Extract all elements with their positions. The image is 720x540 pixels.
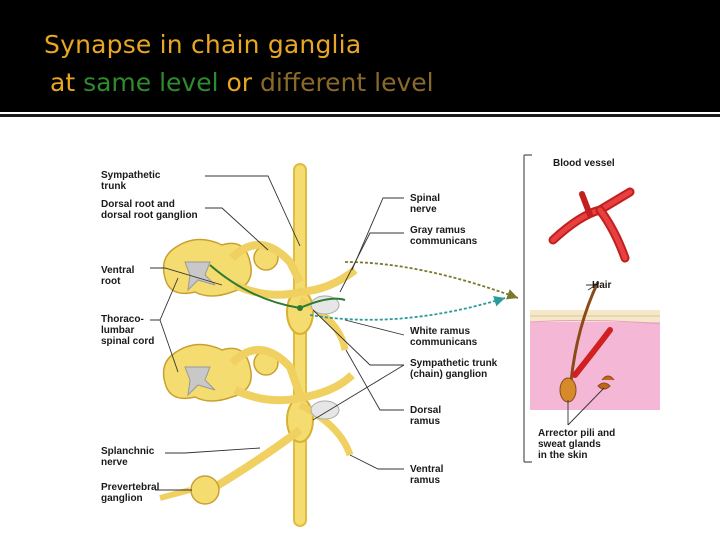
label-arrector-2: sweat glands — [538, 439, 601, 450]
label-dorsal-root-1: Dorsal root and — [101, 199, 175, 210]
label-dorsal-ramus-2: ramus — [410, 416, 440, 427]
sympathetic-trunk — [287, 170, 313, 520]
label-thoracolumbar-2: lumbar — [101, 325, 134, 336]
svg-text:Hair: Hair — [592, 280, 612, 291]
svg-text:Blood vessel: Blood vessel — [553, 158, 615, 169]
effector-panel — [524, 155, 660, 462]
label-dorsal-root-2: dorsal root ganglion — [101, 210, 198, 221]
spinal-cord-upper — [164, 240, 300, 296]
label-white-ramus-2: communicans — [410, 337, 478, 348]
svg-text:Sympathetic trunk(chain) gangl: Sympathetic trunk(chain) ganglion — [410, 358, 498, 380]
label-white-ramus-1: White ramus — [410, 326, 470, 337]
label-sympathetic-trunk-1: Sympathetic — [101, 170, 161, 181]
label-thoracolumbar-3: spinal cord — [101, 336, 154, 347]
label-splanchnic-1: Splanchnic — [101, 446, 155, 457]
label-chain-ganglion-2: (chain) ganglion — [410, 369, 487, 380]
label-ventral-ramus-1: Ventral — [410, 464, 444, 475]
label-chain-ganglion-1: Sympathetic trunk — [410, 358, 498, 369]
label-thoracolumbar-1: Thoraco- — [101, 314, 144, 325]
label-gray-ramus-1: Gray ramus — [410, 225, 466, 236]
label-ventral-root-2: root — [101, 276, 121, 287]
label-spinal-nerve-2: nerve — [410, 204, 437, 215]
skin-image — [530, 310, 660, 410]
label-sympathetic-trunk-2: trunk — [101, 181, 126, 192]
label-blood-vessel: Blood vessel — [553, 158, 615, 169]
label-dorsal-ramus-1: Dorsal — [410, 405, 441, 416]
label-ventral-root-1: Ventral — [101, 265, 135, 276]
label-hair: Hair — [592, 280, 612, 291]
label-arrector-3: in the skin — [538, 450, 587, 461]
label-gray-ramus-2: communicans — [410, 236, 478, 247]
spinal-cord-lower — [164, 345, 300, 401]
white-ramus-lower — [311, 401, 339, 419]
label-ventral-ramus-2: ramus — [410, 475, 440, 486]
label-arrector-1: Arrector pili and — [538, 428, 615, 439]
label-prevertebral-1: Prevertebral — [101, 482, 160, 493]
blood-vessel-image — [553, 192, 630, 258]
label-spinal-nerve-1: Spinal — [410, 193, 440, 204]
prevertebral-ganglion — [191, 476, 219, 504]
label-splanchnic-2: nerve — [101, 457, 128, 468]
label-prevertebral-2: ganglion — [101, 493, 143, 504]
